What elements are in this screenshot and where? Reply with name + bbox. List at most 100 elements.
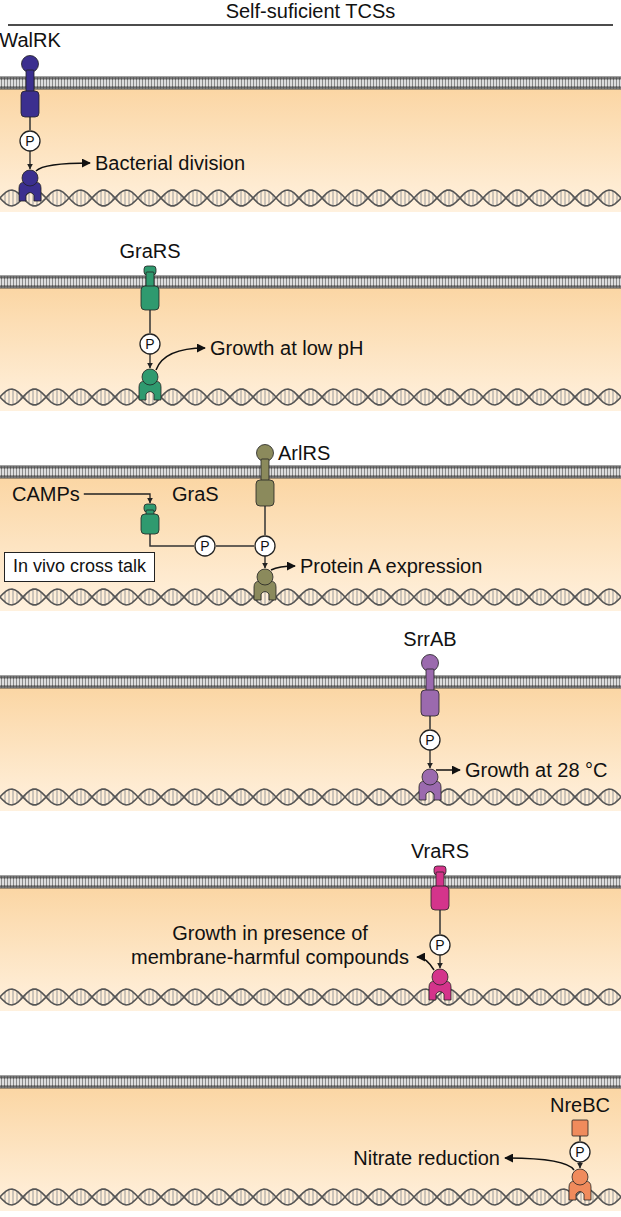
phosphotransfer-arrow [439,955,440,968]
membrane-edge [0,288,621,289]
phosphate-ring [140,334,160,354]
phosphate-circle: P [254,535,276,557]
outcome-label: Growth in presence of membrane-harmful c… [128,921,412,969]
dna-strand [0,589,621,605]
kinase-icon [139,266,161,310]
signal-label: CAMPs [12,482,80,506]
cell-panel [0,876,621,1011]
regulator-head [257,569,273,585]
kinase-domain [431,886,449,910]
dna-helix [0,1189,621,1205]
outcome-label: Growth at low pH [210,336,363,360]
membrane [0,1076,621,1088]
output-arrow [505,1158,574,1170]
dna-strand [0,190,621,206]
phosphate-label: P [254,535,276,557]
histidine-kinase: NreBC [572,1120,588,1136]
kinase-domain [256,480,274,506]
note-text: In vivo cross talk [13,556,146,578]
regulator-head [22,170,38,186]
phosphate-ring [195,536,215,556]
kinase-icon [572,1120,588,1136]
outcome-label: Growth at 28 °C [465,758,608,782]
note-box: In vivo cross talk [4,552,155,582]
output-arrow [436,769,460,771]
response-regulator [569,1169,591,1200]
membrane-edge [0,888,621,889]
outcome-label: Protein A expression [300,554,482,578]
histidine-kinase: ArlRS [254,444,276,506]
dna-helix [0,789,621,805]
kinase-icon [254,444,276,506]
dna-strand [0,389,621,405]
membrane [0,876,621,888]
output-arrow [36,163,90,171]
signal-connector [439,910,441,934]
response-regulator [19,170,41,201]
phosphate-ring [420,730,440,750]
regulator-head [422,769,438,785]
kinase-domain [141,514,159,534]
response-regulator [254,569,276,600]
dna-helix [0,589,621,605]
cell-panel [0,77,621,212]
histidine-kinase: SrrAB [419,654,441,716]
phosphate-label: P [19,130,41,152]
membrane [0,466,621,478]
kinase-domain [421,690,439,716]
cytoplasm [0,288,621,411]
cytoplasm [0,1088,621,1211]
membrane-edge [0,676,621,677]
dna-strand [0,1189,621,1205]
phosphate-ring [570,1142,590,1162]
cell-panel [0,1076,621,1211]
kinase-name: GraS [172,483,219,506]
cell-panel [0,276,621,411]
dna-strand [0,1189,621,1205]
signal-connector [216,545,254,547]
phosphate-ring [20,131,40,151]
membrane-edge [0,77,621,78]
kinase-name: VraRS [411,840,469,863]
kinase-name: GraRS [119,240,180,263]
phosphotransfer-arrow [149,354,150,368]
cytoplasm [0,89,621,212]
cytoplasm [0,888,621,1011]
dna-helix [0,389,621,405]
dna-strand [0,389,621,405]
membrane [0,676,621,688]
signal-connector [579,1136,581,1141]
kinase-domain [572,1120,588,1136]
outcome-label: Bacterial division [95,151,245,175]
kinase-name: NreBC [550,1094,610,1117]
response-regulator [139,369,161,400]
lipid-bilayer [0,276,621,288]
dna-strand [0,789,621,805]
kinase-icon [139,504,161,534]
output-arrow [417,957,434,970]
phosphotransfer-arrow [579,1162,580,1168]
dna-helix [0,989,621,1005]
histidine-kinase: WalRK [19,55,41,117]
lipid-bilayer [0,876,621,888]
kinase-domain [141,286,159,310]
phosphotransfer-arrow [264,556,265,568]
phosphate-circle: P [429,934,451,956]
signal-connector [150,534,194,546]
dna-strand [0,989,621,1005]
membrane-edge [0,876,621,877]
kinase-name: ArlRS [278,442,330,465]
signal-arrow [84,494,150,503]
phosphate-ring [255,536,275,556]
cell-panel [0,676,621,811]
kinase-name: WalRK [0,29,61,52]
phosphate-label: P [194,535,216,557]
kinase-domain [21,91,39,117]
response-regulator [419,769,441,800]
membrane-edge [0,276,621,277]
phosphate-circle: P [19,130,41,152]
output-arrow [271,566,295,570]
dna-strand [0,989,621,1005]
lipid-bilayer [0,466,621,478]
